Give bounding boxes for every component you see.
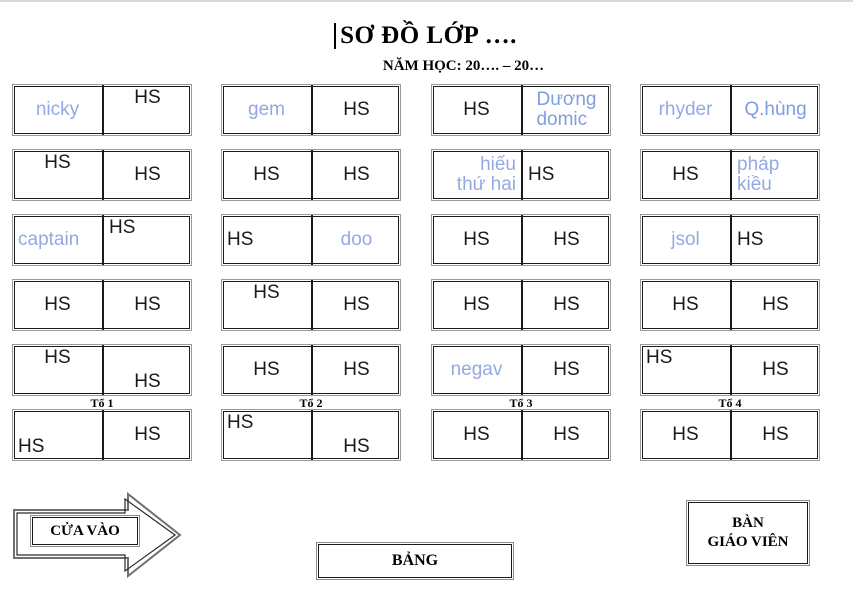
entrance-label: CỬA VÀO bbox=[50, 522, 120, 539]
desk[interactable]: HS HS bbox=[12, 344, 192, 396]
seat-placeholder[interactable]: HS bbox=[730, 280, 819, 330]
seat-student[interactable]: rhyder bbox=[658, 99, 713, 121]
seat-placeholder[interactable]: HS bbox=[311, 280, 400, 330]
desk[interactable]: HS HS bbox=[640, 409, 820, 461]
seat-student[interactable]: Q.hùng bbox=[730, 85, 819, 135]
seat-placeholder[interactable]: HS bbox=[102, 410, 191, 460]
seat-placeholder[interactable]: HS bbox=[44, 294, 71, 316]
seat-student[interactable]: doo bbox=[311, 215, 400, 265]
title-block: SƠ ĐỒ LỚP …. bbox=[0, 22, 853, 50]
seat-placeholder[interactable]: HS bbox=[463, 229, 490, 251]
seat-placeholder[interactable]: HS bbox=[102, 85, 191, 135]
desk[interactable]: HS HS bbox=[431, 409, 611, 461]
teacher-desk-label: BÀN GIÁO VIÊN bbox=[707, 514, 789, 551]
seat-placeholder[interactable]: HS bbox=[311, 345, 400, 395]
seat-placeholder[interactable]: HS bbox=[18, 436, 45, 458]
seat-placeholder[interactable]: HS bbox=[311, 410, 400, 460]
blackboard[interactable]: BẢNG bbox=[316, 542, 514, 580]
seat-placeholder[interactable]: HS bbox=[44, 347, 71, 368]
desk[interactable]: HS HS bbox=[431, 214, 611, 266]
seat-student[interactable]: pháp kiều bbox=[730, 150, 819, 200]
page-title: SƠ ĐỒ LỚP …. bbox=[334, 22, 517, 50]
desk[interactable]: nicky HS bbox=[12, 84, 192, 136]
desk[interactable]: HS HS bbox=[221, 344, 401, 396]
group-label-4: Tổ 4 bbox=[718, 396, 742, 410]
seat-placeholder[interactable]: HS bbox=[311, 85, 400, 135]
top-edge-rule bbox=[0, 0, 853, 2]
seat-placeholder[interactable]: HS bbox=[646, 347, 673, 368]
page-subtitle: NĂM HỌC: 20…. – 20… bbox=[382, 58, 545, 74]
seat-placeholder[interactable]: HS bbox=[44, 152, 71, 173]
blackboard-label: BẢNG bbox=[391, 552, 439, 569]
seat-placeholder[interactable]: HS bbox=[521, 345, 610, 395]
desk[interactable]: HS HS bbox=[12, 149, 192, 201]
seat-student[interactable]: jsol bbox=[671, 229, 700, 251]
seat-placeholder[interactable]: HS bbox=[672, 424, 699, 446]
seat-student[interactable]: Dương domic bbox=[521, 85, 610, 135]
desk[interactable]: HS HS bbox=[221, 409, 401, 461]
desk[interactable]: gem HS bbox=[221, 84, 401, 136]
group-label-3: Tổ 3 bbox=[509, 396, 533, 410]
desk[interactable]: HS HS bbox=[221, 149, 401, 201]
seat-placeholder[interactable]: HS bbox=[463, 99, 490, 121]
group-label-2: Tổ 2 bbox=[299, 396, 323, 410]
seat-placeholder[interactable]: HS bbox=[730, 215, 819, 265]
seat-placeholder[interactable]: HS bbox=[463, 294, 490, 316]
teacher-desk[interactable]: BÀN GIÁO VIÊN bbox=[686, 500, 810, 566]
seat-placeholder[interactable]: HS bbox=[463, 424, 490, 446]
desk[interactable]: negav HS bbox=[431, 344, 611, 396]
seat-placeholder[interactable]: HS bbox=[311, 150, 400, 200]
seat-placeholder[interactable]: HS bbox=[730, 345, 819, 395]
seat-placeholder[interactable]: HS bbox=[521, 410, 610, 460]
seat-placeholder[interactable]: HS bbox=[102, 345, 191, 395]
desk[interactable]: HS doo bbox=[221, 214, 401, 266]
desk[interactable]: HS HS bbox=[12, 409, 192, 461]
desk[interactable]: rhyder Q.hùng bbox=[640, 84, 820, 136]
seat-student[interactable]: hiếu thứ hai bbox=[456, 154, 516, 195]
seat-placeholder[interactable]: HS bbox=[102, 215, 191, 265]
seat-placeholder[interactable]: HS bbox=[253, 359, 280, 381]
desk[interactable]: HS HS bbox=[12, 279, 192, 331]
seat-placeholder[interactable]: HS bbox=[672, 164, 699, 186]
seat-placeholder[interactable]: HS bbox=[521, 215, 610, 265]
desk[interactable]: HS Dương domic bbox=[431, 84, 611, 136]
seat-student[interactable]: gem bbox=[248, 99, 285, 121]
seat-student[interactable]: nicky bbox=[35, 99, 80, 121]
seat-placeholder[interactable]: HS bbox=[102, 150, 191, 200]
seat-placeholder[interactable]: HS bbox=[521, 150, 610, 200]
desk[interactable]: HS pháp kiều bbox=[640, 149, 820, 201]
seat-placeholder[interactable]: HS bbox=[227, 412, 254, 433]
seat-placeholder[interactable]: HS bbox=[672, 294, 699, 316]
seat-placeholder[interactable]: HS bbox=[253, 164, 280, 186]
group-label-1: Tổ 1 bbox=[90, 396, 114, 410]
desk[interactable]: HS HS bbox=[221, 279, 401, 331]
seat-student[interactable]: negav bbox=[450, 359, 503, 381]
seat-placeholder[interactable]: HS bbox=[521, 280, 610, 330]
entrance-label-box: CỬA VÀO bbox=[30, 515, 140, 547]
seat-student[interactable]: captain bbox=[18, 229, 80, 251]
desk[interactable]: captain HS bbox=[12, 214, 192, 266]
desk[interactable]: HS HS bbox=[640, 344, 820, 396]
seat-placeholder[interactable]: HS bbox=[253, 282, 280, 303]
seat-placeholder[interactable]: HS bbox=[227, 229, 254, 251]
seat-placeholder[interactable]: HS bbox=[730, 410, 819, 460]
entrance-arrow[interactable]: CỬA VÀO bbox=[8, 492, 188, 578]
desk[interactable]: jsol HS bbox=[640, 214, 820, 266]
desk[interactable]: HS HS bbox=[431, 279, 611, 331]
seat-placeholder[interactable]: HS bbox=[102, 280, 191, 330]
desk[interactable]: HS HS bbox=[640, 279, 820, 331]
